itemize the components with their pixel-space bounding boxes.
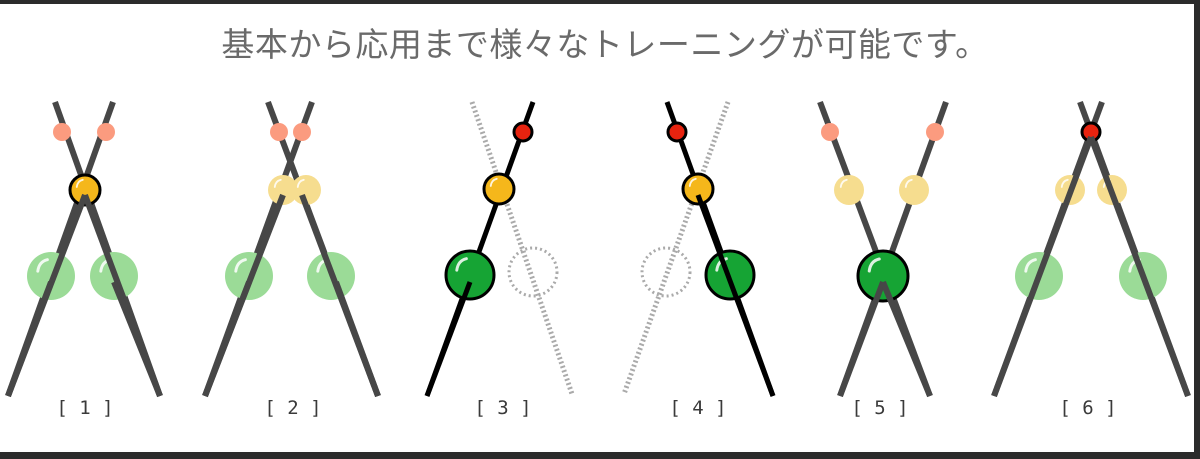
red-pale-ball-icon [926, 123, 944, 141]
stick-icon [202, 280, 252, 398]
panel-3 [424, 101, 575, 397]
panel-1 [5, 100, 163, 398]
page-title: 基本から応用まで様々なトレーニングが可能です。 [221, 25, 989, 64]
green-active-ball-icon [444, 249, 496, 301]
red-active-ball-icon [666, 121, 688, 143]
stick-icon [1088, 135, 1191, 398]
red-pale-ball-icon [293, 123, 311, 141]
yellow-active-ball-icon [681, 172, 715, 206]
yellow-pale-ball-icon [291, 175, 321, 205]
ghost-ball-icon [507, 246, 559, 298]
active-stick-icon [695, 194, 776, 397]
stick-icon [5, 280, 54, 398]
green-active-ball-icon [856, 249, 910, 303]
red-pale-ball-icon [53, 123, 71, 141]
active-stick-icon [424, 281, 473, 397]
panel-6 [991, 100, 1191, 398]
yellow-active-ball-icon [68, 173, 102, 207]
yellow-pale-ball-icon [834, 175, 864, 205]
panel-label-2: [ 2 ] [264, 397, 322, 419]
stick-icon [837, 280, 886, 398]
ghost-stick-icon [621, 101, 731, 395]
stick-icon [991, 135, 1094, 398]
panel-label-6: [ 6 ] [1059, 397, 1117, 419]
panel-label-3: [ 3 ] [474, 397, 532, 419]
red-pale-ball-icon [97, 123, 115, 141]
yellow-pale-ball-icon [268, 175, 298, 205]
red-pale-ball-icon [821, 123, 839, 141]
ghost-ball-icon [640, 246, 692, 298]
red-active-ball-icon [512, 121, 534, 143]
panel-label-5: [ 5 ] [851, 397, 909, 419]
panel-label-1: [ 1 ] [56, 397, 114, 419]
diagram-frame [0, 4, 1194, 452]
stick-icon [333, 280, 381, 398]
stick-icon [880, 280, 933, 398]
stick-icon [111, 280, 163, 398]
red-pale-ball-icon [270, 123, 288, 141]
panel-5 [817, 100, 949, 398]
yellow-pale-ball-icon [899, 175, 929, 205]
panel-4 [621, 101, 776, 397]
yellow-active-ball-icon [482, 172, 516, 206]
panel-label-4: [ 4 ] [669, 397, 727, 419]
panel-2 [202, 100, 381, 398]
ghost-stick-icon [469, 101, 575, 395]
